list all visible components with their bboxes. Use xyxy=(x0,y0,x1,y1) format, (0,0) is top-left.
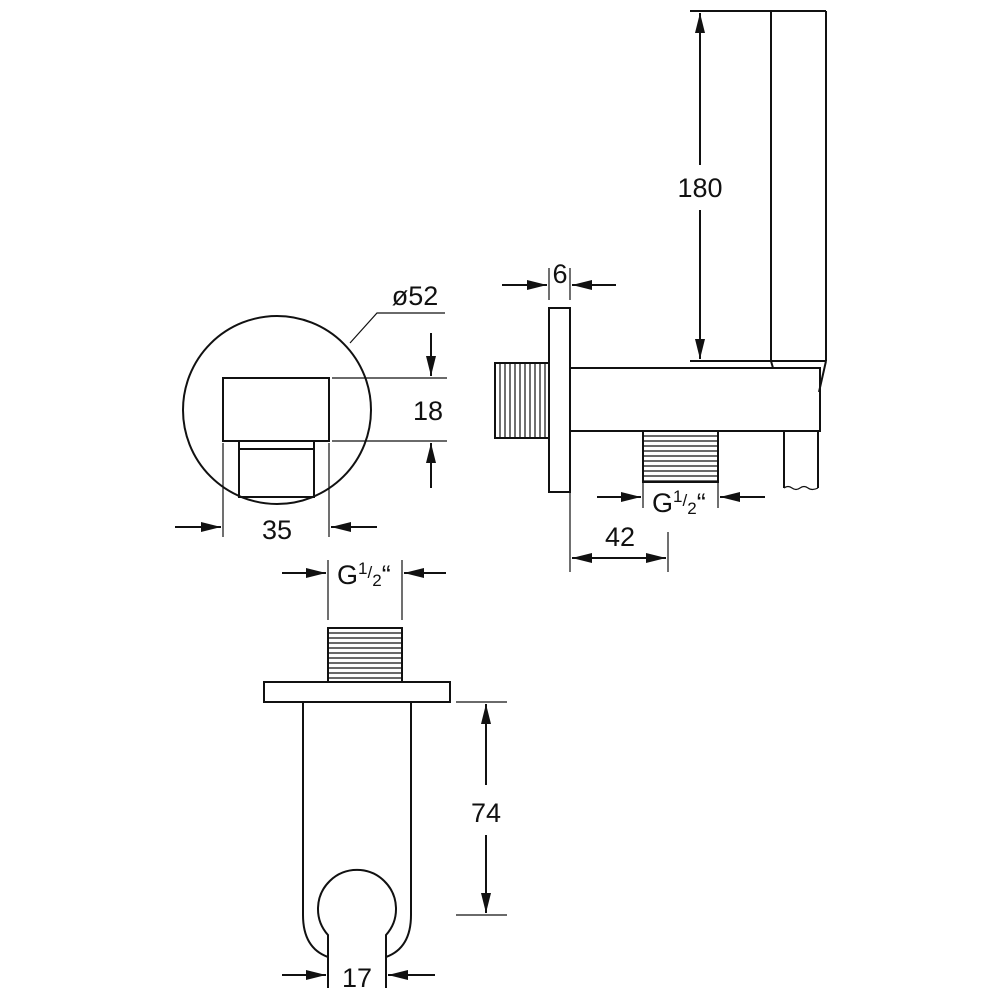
front-view: ø52 18 35 xyxy=(175,281,447,545)
dim-label-180: 180 xyxy=(677,173,722,203)
dim-42: 42 xyxy=(569,492,669,572)
outlet-rect xyxy=(238,440,315,498)
dim-label-6: 6 xyxy=(552,259,567,289)
dim-6: 6 xyxy=(502,259,616,300)
hose-stub xyxy=(783,431,819,491)
dim-18: 18 xyxy=(332,333,447,488)
dim-74: 74 xyxy=(456,701,507,916)
arm-body xyxy=(569,367,821,432)
wall-flange xyxy=(548,307,571,493)
dim-180: 180 xyxy=(677,13,723,359)
flange-circle xyxy=(182,315,372,505)
dim-diameter: ø52 xyxy=(349,281,445,344)
dim-label-17: 17 xyxy=(342,963,372,993)
dim-label-diameter: ø52 xyxy=(392,281,439,311)
outlet-thread xyxy=(642,430,719,483)
hose-cradle xyxy=(317,869,397,988)
dim-thread-side: G1/2“ xyxy=(597,482,765,518)
side-view: 180 6 G1/2“ xyxy=(494,10,827,572)
dim-label-thread-side: G1/2“ xyxy=(652,487,706,518)
dim-17: 17 xyxy=(282,963,435,993)
dim-label-74: 74 xyxy=(471,798,501,828)
dim-label-42: 42 xyxy=(605,522,635,552)
rear-thread xyxy=(494,362,550,439)
dim-label-thread-bottom: G1/2“ xyxy=(337,559,391,590)
dim-label-35: 35 xyxy=(262,515,292,545)
bottom-flange xyxy=(263,681,451,703)
dim-35: 35 xyxy=(175,443,377,545)
dim-label-18: 18 xyxy=(413,396,443,426)
bottom-view: G1/2“ 74 17 xyxy=(263,559,507,993)
inlet-thread xyxy=(327,627,403,683)
dim-thread-bottom: G1/2“ xyxy=(282,559,446,620)
body-rect xyxy=(222,377,330,442)
hose-holder-upright xyxy=(690,10,827,393)
holder-body xyxy=(302,702,412,958)
